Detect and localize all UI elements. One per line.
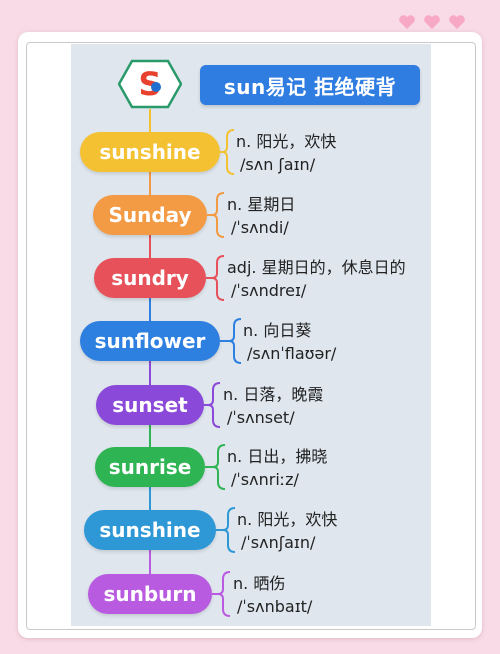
word-meaning: n. 阳光，欢快 xyxy=(236,132,337,151)
decor-hearts xyxy=(398,14,466,32)
card-inner-border xyxy=(26,42,476,630)
pill-link-line xyxy=(205,466,213,468)
word-pill: sunshine xyxy=(84,510,216,550)
word-phonetic: /ˈsʌndi/ xyxy=(231,218,289,237)
word-pill: sunburn xyxy=(88,574,212,614)
brace-icon xyxy=(223,507,236,553)
sun-logo-icon: S xyxy=(117,59,183,109)
word-phonetic: /sʌn ʃaɪn/ xyxy=(240,155,316,174)
brace-icon xyxy=(213,444,226,490)
pill-link-line xyxy=(220,151,222,153)
connector-line xyxy=(149,361,151,385)
connector-line xyxy=(149,487,151,510)
brace-icon xyxy=(212,255,225,301)
pill-link-line xyxy=(207,214,212,216)
word-meaning: n. 阳光，欢快 xyxy=(237,510,338,529)
word-phonetic: /ˈsʌnbaɪt/ xyxy=(237,597,313,616)
pill-link-line xyxy=(206,277,212,279)
pill-link-line xyxy=(220,340,229,342)
word-meaning: n. 晒伤 xyxy=(233,574,286,593)
heart-icon xyxy=(398,14,416,32)
word-phonetic: /ˈsʌnset/ xyxy=(227,408,295,427)
word-meaning: n. 日出，拂晓 xyxy=(227,447,328,466)
word-phonetic: /ˈsʌnʃaɪn/ xyxy=(241,533,316,552)
word-phonetic: /ˈsʌndreɪ/ xyxy=(231,281,307,300)
word-pill: sunflower xyxy=(80,321,220,361)
svg-text:S: S xyxy=(138,65,161,103)
word-pill: Sunday xyxy=(93,195,207,235)
word-meaning: n. 向日葵 xyxy=(243,321,312,340)
brace-icon xyxy=(208,382,221,428)
brace-icon xyxy=(222,129,235,175)
word-meaning: adj. 星期日的，休息日的 xyxy=(227,258,406,277)
word-pill: sundry xyxy=(94,258,206,298)
connector-line xyxy=(149,235,151,258)
connector-line xyxy=(149,298,151,321)
brace-icon xyxy=(229,318,242,364)
pill-link-line xyxy=(216,529,223,531)
word-pill: sunset xyxy=(96,385,204,425)
connector-line xyxy=(149,172,151,195)
pill-link-line xyxy=(204,404,208,406)
page-title: sun易记 拒绝硬背 xyxy=(200,65,420,105)
heart-icon xyxy=(448,14,466,32)
connector-line xyxy=(149,425,151,447)
brace-icon xyxy=(212,192,225,238)
brace-icon xyxy=(218,571,231,617)
heart-icon xyxy=(423,14,441,32)
word-meaning: n. 星期日 xyxy=(227,195,296,214)
word-phonetic: /ˈsʌnriːz/ xyxy=(231,470,299,489)
word-pill: sunrise xyxy=(95,447,205,487)
word-meaning: n. 日落，晚霞 xyxy=(223,385,324,404)
connector-line xyxy=(149,550,151,574)
word-phonetic: /sʌnˈflaʊər/ xyxy=(247,344,337,363)
word-pill: sunshine xyxy=(80,132,220,172)
connector-line xyxy=(149,109,151,132)
pill-link-line xyxy=(212,593,218,595)
